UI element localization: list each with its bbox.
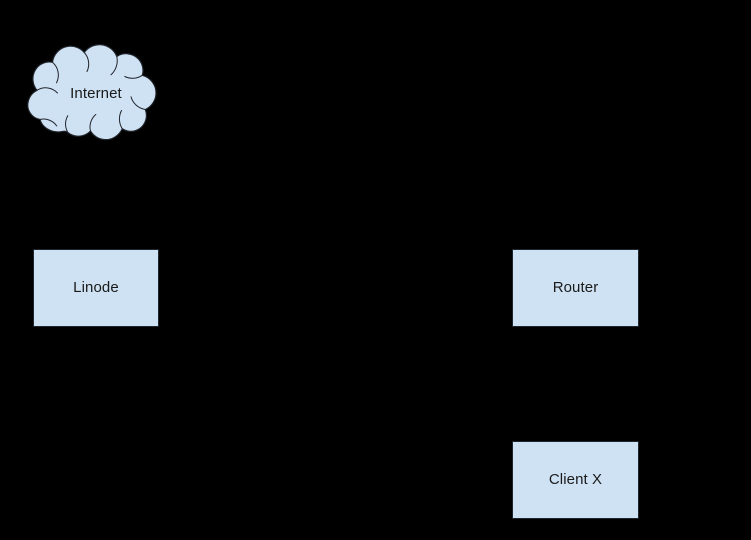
cloud-shape-internet[interactable] xyxy=(27,44,157,141)
edge-layer xyxy=(95,143,576,441)
node-linode[interactable] xyxy=(33,249,159,327)
node-client-x[interactable] xyxy=(512,441,639,519)
node-router[interactable] xyxy=(512,249,639,327)
